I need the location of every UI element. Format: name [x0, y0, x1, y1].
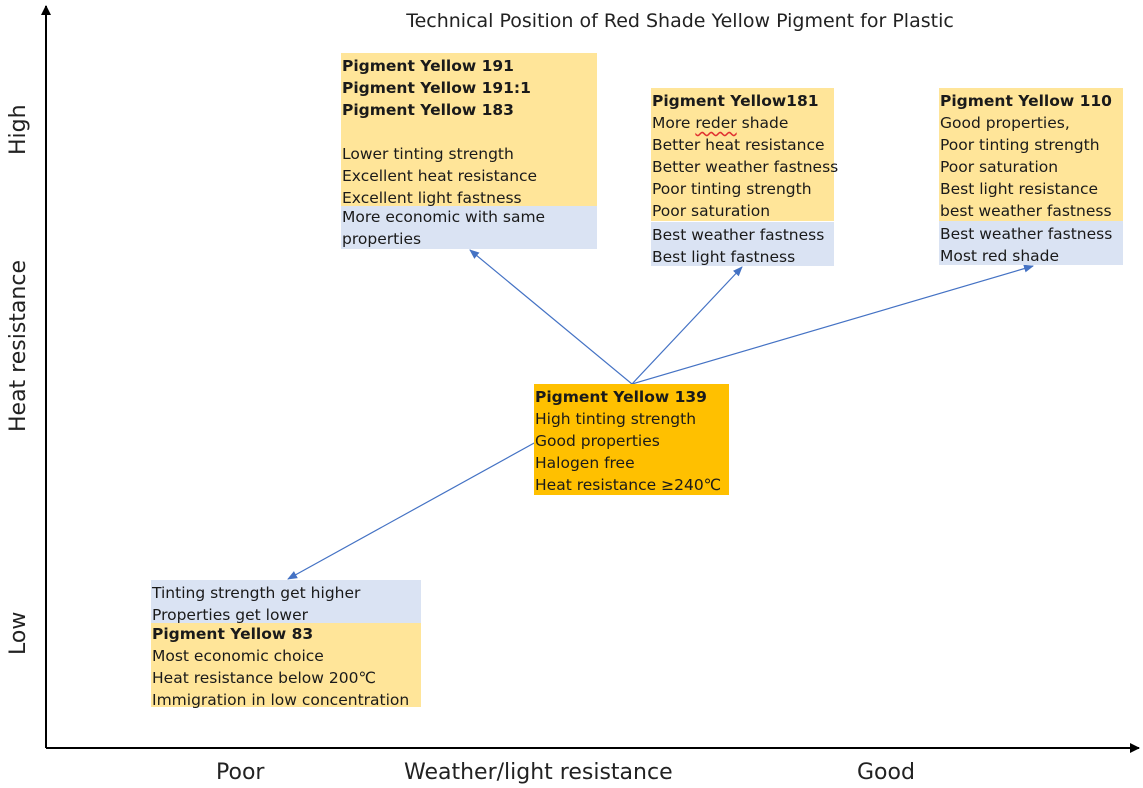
py139-prop-4: Heat resistance ≥240℃ — [535, 476, 722, 494]
arrow-to-py191 — [469, 249, 633, 385]
py181-prop-4: Poor saturation — [652, 202, 771, 220]
py181-box: Pigment Yellow181 More reder shade Bette… — [651, 88, 839, 221]
arrow-to-py181 — [631, 266, 743, 385]
py83-prop-2: Heat resistance below 200℃ — [152, 669, 376, 687]
x-axis-title: Weather/light resistance — [404, 760, 673, 785]
py181-note-box: Best weather fastness Best light fastnes… — [651, 222, 834, 266]
py181-note-1: Best weather fastness — [652, 226, 825, 244]
py83-name: Pigment Yellow 83 — [152, 625, 314, 643]
py110-name: Pigment Yellow 110 — [940, 92, 1112, 110]
py181-prop-1: Better heat resistance — [652, 136, 825, 154]
py191-name-1: Pigment Yellow 191 — [342, 57, 514, 75]
py181-name: Pigment Yellow181 — [652, 92, 819, 110]
py139-name: Pigment Yellow 139 — [535, 388, 707, 406]
py139-box: Pigment Yellow 139 High tinting strength… — [534, 384, 729, 495]
py191-box: Pigment Yellow 191 Pigment Yellow 191:1 … — [341, 53, 597, 207]
py191-note-2: properties — [342, 230, 422, 248]
py139-prop-3: Halogen free — [535, 454, 635, 472]
py139-prop-1: High tinting strength — [535, 410, 697, 428]
py181-prop-2: Better weather fastness — [652, 158, 839, 176]
x-axis-good-label: Good — [857, 760, 915, 785]
py110-note-1: Best weather fastness — [940, 225, 1113, 243]
y-axis-high-label: High — [6, 104, 31, 155]
py83-box: Pigment Yellow 83 Most economic choice H… — [151, 623, 421, 709]
y-axis-low-label: Low — [6, 611, 31, 655]
py191-name-3: Pigment Yellow 183 — [342, 101, 514, 119]
py191-prop-1: Lower tinting strength — [342, 145, 514, 163]
py191-note-1: More economic with same — [342, 208, 546, 226]
y-axis-title: Heat resistance — [6, 260, 31, 432]
py83-prop-3: Immigration in low concentration — [152, 691, 410, 709]
py181-note-2: Best light fastness — [652, 248, 796, 266]
py110-note-2: Most red shade — [940, 247, 1060, 265]
diagram-title: Technical Position of Red Shade Yellow P… — [406, 10, 954, 32]
py110-prop-1: Good properties, — [940, 114, 1070, 132]
py110-box: Pigment Yellow 110 Good properties, Poor… — [939, 88, 1123, 221]
py110-prop-2: Poor tinting strength — [940, 136, 1100, 154]
py110-note-box: Best weather fastness Most red shade — [939, 221, 1123, 265]
py191-name-2: Pigment Yellow 191:1 — [342, 79, 531, 97]
x-axis-poor-label: Poor — [216, 760, 265, 785]
py110-prop-5: best weather fastness — [940, 202, 1112, 220]
py83-note-2: Properties get lower — [152, 606, 309, 624]
py110-prop-3: Poor saturation — [940, 158, 1059, 176]
py83-note-1: Tinting strength get higher — [152, 584, 361, 602]
py83-prop-1: Most economic choice — [152, 647, 324, 665]
py191-note-box: More economic with same properties — [341, 206, 597, 249]
py83-note-box: Tinting strength get higher Properties g… — [151, 580, 421, 624]
py191-prop-3: Excellent light fastness — [342, 189, 522, 207]
py191-prop-2: Excellent heat resistance — [342, 167, 538, 185]
arrow-to-py83 — [287, 441, 537, 580]
py110-prop-4: Best light resistance — [940, 180, 1099, 198]
arrow-to-py110 — [631, 264, 1034, 385]
py181-prop-3: Poor tinting strength — [652, 180, 812, 198]
py139-prop-2: Good properties — [535, 432, 660, 450]
py181-prop-first: More reder shade — [652, 114, 789, 132]
